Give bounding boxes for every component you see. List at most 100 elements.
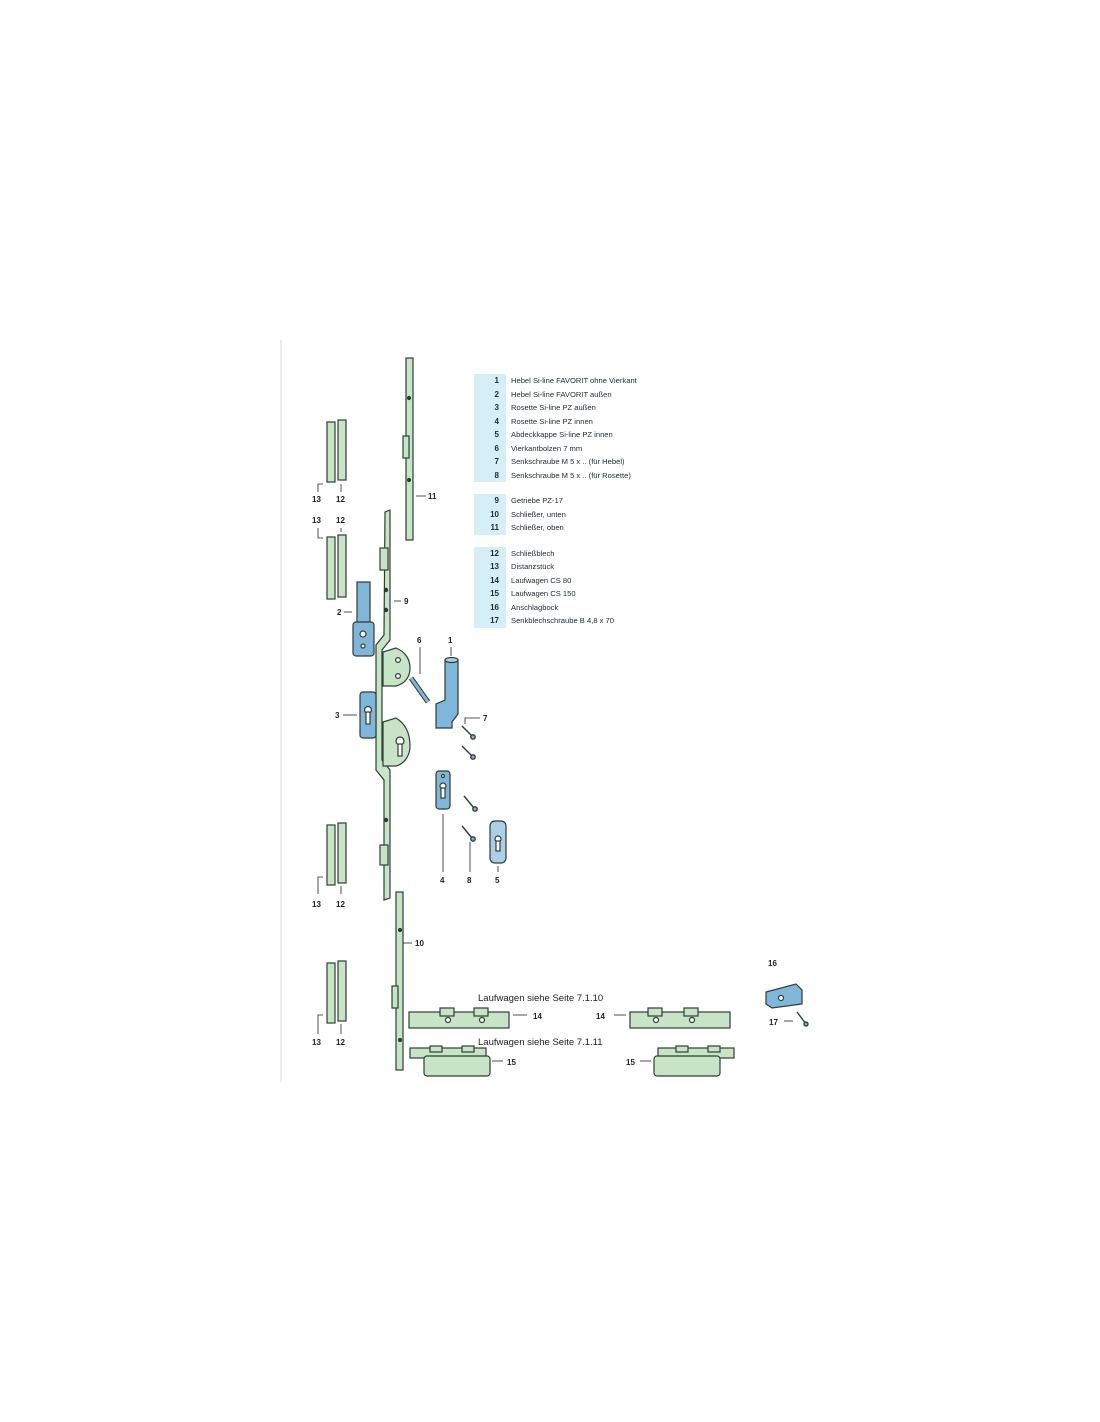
square-spindle-part [408,676,431,704]
legend-row: 11 Schließer, oben [474,521,714,535]
callout-4: 4 [440,876,445,885]
legend-number: 16 [474,600,506,614]
callout-14-left: 14 [533,1012,542,1021]
cover-cap-part [489,820,507,864]
callout-17: 17 [769,1018,778,1027]
legend-row: 8 Senkschraube M 5 x .. (für Rosette) [474,468,714,482]
legend-label: Rosette Si-line PZ außen [511,403,596,413]
legend-row: 6 Vierkantbolzen 7 mm [474,441,714,455]
legend-label: Senkblechschraube B 4,8 x 70 [511,616,615,626]
keeper-top-part [402,357,414,541]
gearbox-housing-part [382,647,411,767]
legend-group: 1 Hebel Si-line FAVORIT ohne Vierkant 2 Heb… [474,374,714,482]
carriage-cs80-part [408,1007,731,1029]
leader-lines [317,483,793,1062]
callout-5: 5 [495,876,500,885]
callout-12-d: 12 [336,1038,345,1047]
legend-number: 15 [474,587,506,601]
legend-number: 6 [474,441,506,455]
callout-9: 9 [404,597,409,606]
callout-6: 6 [417,636,422,645]
callout-13-d: 13 [312,1038,321,1047]
lever-inside-part [435,656,459,729]
legend-number: 14 [474,573,506,587]
callout-13-a: 13 [312,495,321,504]
legend-label: Schließer, unten [511,509,566,519]
callout-16: 16 [768,959,777,968]
callout-12-a: 12 [336,495,345,504]
note-cs80: Laufwagen siehe Seite 7.1.10 [478,993,603,1004]
legend-row: 9 Getriebe PZ-17 [474,494,714,508]
legend-number: 8 [474,468,506,482]
legend-label: Hebel Si-line FAVORIT ohne Vierkant [511,376,637,386]
rosette-outside-part [359,691,377,739]
callout-7: 7 [483,714,488,723]
parts-legend: 1 Hebel Si-line FAVORIT ohne Vierkant 2 Heb… [474,374,714,640]
rosette-inside-part [435,770,451,810]
legend-row: 14 Laufwagen CS 80 [474,573,714,587]
legend-label: Laufwagen CS 150 [511,589,576,599]
callout-13-c: 13 [312,900,321,909]
legend-row: 13 Distanzstück [474,560,714,574]
legend-number: 11 [474,521,506,535]
legend-row: 4 Rosette Si-line PZ innen [474,414,714,428]
legend-number: 4 [474,414,506,428]
legend-row: 3 Rosette Si-line PZ außen [474,401,714,415]
callout-1: 1 [448,636,453,645]
screws-rosette-part [461,795,478,842]
callout-12-c: 12 [336,900,345,909]
legend-row: 1 Hebel Si-line FAVORIT ohne Vierkant [474,374,714,388]
callout-10: 10 [415,939,424,948]
legend-number: 10 [474,507,506,521]
legend-number: 12 [474,546,506,560]
carriage-cs150-part [409,1045,735,1077]
legend-label: Senkschraube M 5 x .. (für Hebel) [511,457,625,467]
strike-plates-group [326,419,347,1024]
legend-row: 17 Senkblechschraube B 4,8 x 70 [474,614,714,628]
legend-number: 3 [474,401,506,415]
legend-label: Hebel Si-line FAVORIT außen [511,389,612,399]
note-cs150: Laufwagen siehe Seite 7.1.11 [478,1037,602,1048]
callout-12-b: 12 [336,516,345,525]
legend-label: Vierkantbolzen 7 mm [511,443,583,453]
callout-15-right: 15 [626,1058,635,1067]
legend-number: 13 [474,560,506,574]
legend-number: 9 [474,494,506,508]
legend-label: Schließer, oben [511,523,564,533]
legend-label: Rosette Si-line PZ innen [511,416,593,426]
callout-11: 11 [428,492,437,501]
legend-number: 5 [474,428,506,442]
legend-label: Abdeckkappe Si-line PZ innen [511,430,613,440]
legend-row: 2 Hebel Si-line FAVORIT außen [474,387,714,401]
legend-label: Distanzstück [511,562,555,572]
legend-row: 7 Senkschraube M 5 x .. (für Hebel) [474,455,714,469]
legend-label: Getriebe PZ-17 [511,496,563,506]
legend-row: 12 Schließblech [474,546,714,560]
legend-number: 17 [474,614,506,628]
stop-block-screw-part [796,1011,809,1027]
screws-lever-part [461,725,476,760]
callout-15-left: 15 [507,1058,516,1067]
legend-row: 5 Abdeckkappe Si-line PZ innen [474,428,714,442]
legend-number: 1 [474,374,506,388]
legend-number: 2 [474,387,506,401]
legend-row: 10 Schließer, unten [474,507,714,521]
callout-3: 3 [335,711,340,720]
legend-number: 7 [474,455,506,469]
legend-row: 15 Laufwagen CS 150 [474,587,714,601]
callout-2: 2 [337,608,342,617]
legend-label: Anschlagbock [511,602,559,612]
legend-label: Senkschraube M 5 x .. (für Rosette) [511,470,631,480]
legend-group: 9 Getriebe PZ-17 10 Schließer, unten 11 Schli… [474,494,714,535]
gearbox-rod-part [375,509,391,901]
legend-label: Schließblech [511,548,555,558]
callout-8: 8 [467,876,472,885]
legend-label: Laufwagen CS 80 [511,575,572,585]
lever-outside-part [352,581,375,657]
keeper-bottom-part [391,891,404,1071]
legend-row: 16 Anschlagbock [474,600,714,614]
callout-13-b: 13 [312,516,321,525]
callout-14-right: 14 [596,1012,605,1021]
